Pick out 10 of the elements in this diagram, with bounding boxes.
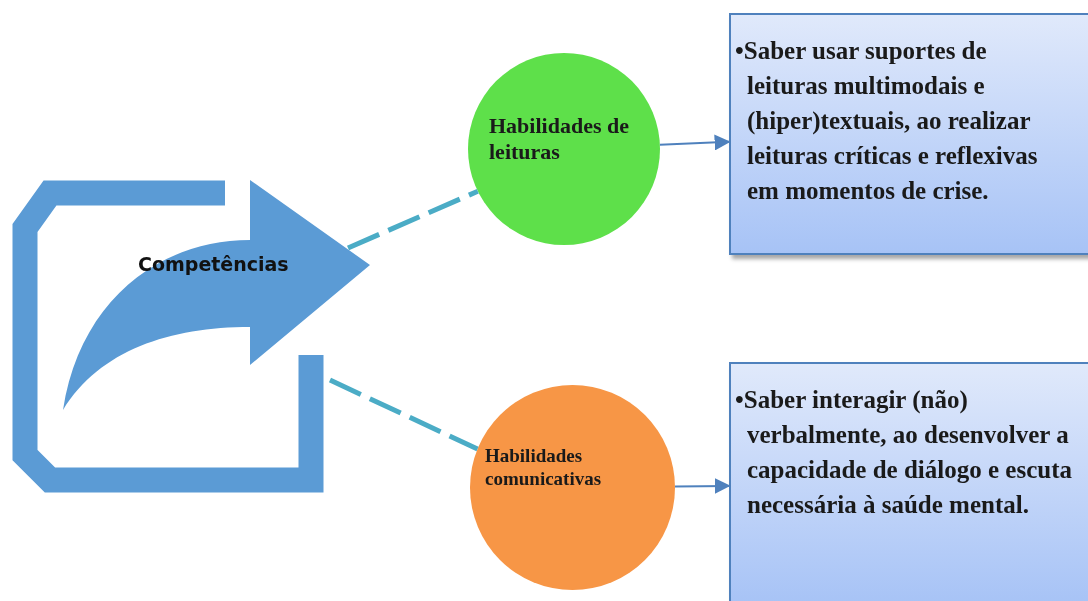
connector-line: [347, 189, 479, 251]
bullet-text: •Saber interagir (não) verbalmente, ao desenvolver a capacidade de diálogo e escuta necessária à saúde mental.: [735, 385, 1072, 520]
circle-label: Habilidades comunicativas: [485, 444, 603, 491]
arrow: [674, 478, 731, 495]
bullet-text: •Saber usar suportes de leituras multimodais e (hiper)textuais, ao realizar leituras críticas e reflexivas em momentos de crise.: [735, 36, 1039, 206]
description-box: [729, 13, 1088, 255]
connector-line: [328, 377, 479, 452]
description-box: [729, 362, 1088, 601]
circle-label: Habilidades de leituras: [489, 112, 630, 166]
arrow: [658, 134, 731, 151]
